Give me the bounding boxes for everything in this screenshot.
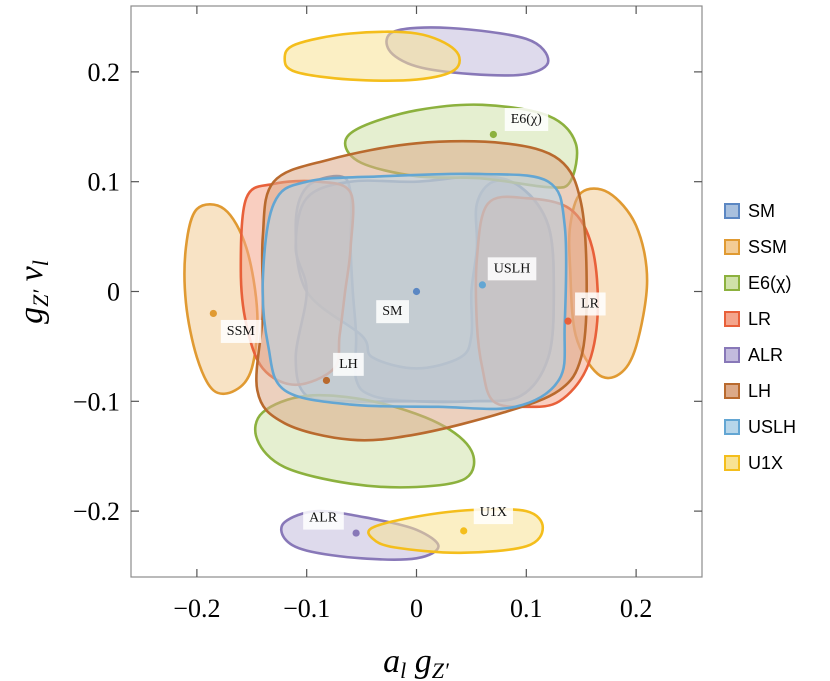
label-text-u1x: U1X: [480, 505, 507, 520]
label-box-u1x: [473, 501, 513, 525]
x-tick-labels: −0.2 −0.1 0 0.1 0.2: [173, 594, 652, 623]
legend-item-uslh: USLH: [724, 409, 796, 445]
legend-item-ssm: SSM: [724, 229, 796, 265]
legend-item-e6: E6(χ): [724, 265, 796, 301]
legend-label-alr: ALR: [748, 344, 784, 365]
label-text-sm: SM: [382, 304, 403, 319]
label-ssm: SSM: [220, 319, 262, 343]
legend-item-alr: ALR: [724, 337, 796, 373]
x-tick-label: −0.2: [173, 594, 220, 623]
y-tick-label: −0.2: [73, 497, 120, 526]
point-e6: [489, 130, 497, 139]
y-tick-labels: −0.2 −0.1 0 0.1 0.2: [73, 58, 120, 526]
legend-swatch-uslh: [724, 419, 740, 435]
x-tick-label: 0: [410, 594, 423, 623]
legend-item-lr: LR: [724, 301, 796, 337]
y-tick-label: 0.2: [88, 58, 121, 87]
label-text-uslh: USLH: [494, 261, 531, 276]
legend-swatch-lr: [724, 311, 740, 327]
label-lr: LR: [575, 292, 606, 316]
region-u1x-1: [283, 30, 461, 82]
legend-label-uslh: USLH: [748, 416, 797, 437]
legend-swatch-sm: [724, 203, 740, 219]
legend-item-lh: LH: [724, 373, 796, 409]
legend-label-lr: LR: [748, 308, 772, 329]
legend-swatch-lh: [724, 383, 740, 399]
label-e6: E6(χ): [504, 108, 549, 132]
x-tick-label: 0.2: [620, 594, 653, 623]
label-text-lr: LR: [581, 296, 600, 311]
point-alr: [352, 529, 360, 537]
label-u1x: U1X: [473, 501, 513, 525]
label-box-ssm: [220, 319, 262, 343]
legend-item-u1x: U1X: [724, 445, 796, 481]
x-tick-label: −0.1: [283, 594, 330, 623]
label-text-alr: ALR: [309, 511, 338, 526]
x-tick-label: 0.1: [510, 594, 543, 623]
x-axis-title: al gZ′: [383, 643, 450, 681]
label-box-lr: [575, 292, 606, 316]
legend-label-ssm: SSM: [748, 236, 788, 257]
point-ssm: [209, 309, 217, 318]
label-text-e6: E6(χ): [511, 112, 542, 127]
point-u1x: [460, 527, 468, 535]
label-box-lh: [333, 352, 364, 376]
label-box-uslh: [487, 257, 537, 281]
legend-swatch-ssm: [724, 239, 740, 255]
legend-label-u1x: U1X: [748, 452, 784, 473]
y-axis-title: gZ′ vl: [13, 260, 53, 324]
label-uslh: USLH: [487, 257, 537, 281]
label-text-lh: LH: [339, 357, 358, 372]
legend-swatch-u1x: [724, 455, 740, 471]
label-text-ssm: SSM: [227, 324, 256, 339]
legend-label-e6: E6(χ): [748, 272, 792, 293]
legend-label-sm: SM: [748, 200, 775, 221]
label-box-sm: [376, 300, 410, 324]
legend-item-sm: SM: [724, 193, 796, 229]
points-layer: [209, 130, 572, 537]
point-lr: [564, 317, 572, 325]
label-box-alr: [303, 506, 344, 530]
label-alr: ALR: [303, 506, 344, 530]
legend: SM SSM E6(χ) LR ALR LH USLH U1X: [724, 193, 796, 481]
y-tick-label: 0.1: [88, 168, 121, 197]
ticks-layer: [131, 6, 702, 577]
label-lh: LH: [333, 352, 364, 376]
legend-label-lh: LH: [748, 380, 772, 401]
legend-swatch-e6: [724, 275, 740, 291]
y-tick-label: 0: [107, 278, 120, 307]
point-lh: [322, 376, 331, 385]
annotation-layer: SM SSM E6(χ) LR ALR LH USLH U1X: [220, 108, 606, 530]
point-sm: [412, 287, 421, 296]
y-tick-label: −0.1: [73, 387, 120, 416]
point-uslh: [478, 281, 486, 289]
legend-swatch-alr: [724, 347, 740, 363]
label-sm: SM: [376, 300, 410, 324]
label-box-e6: [504, 108, 549, 132]
